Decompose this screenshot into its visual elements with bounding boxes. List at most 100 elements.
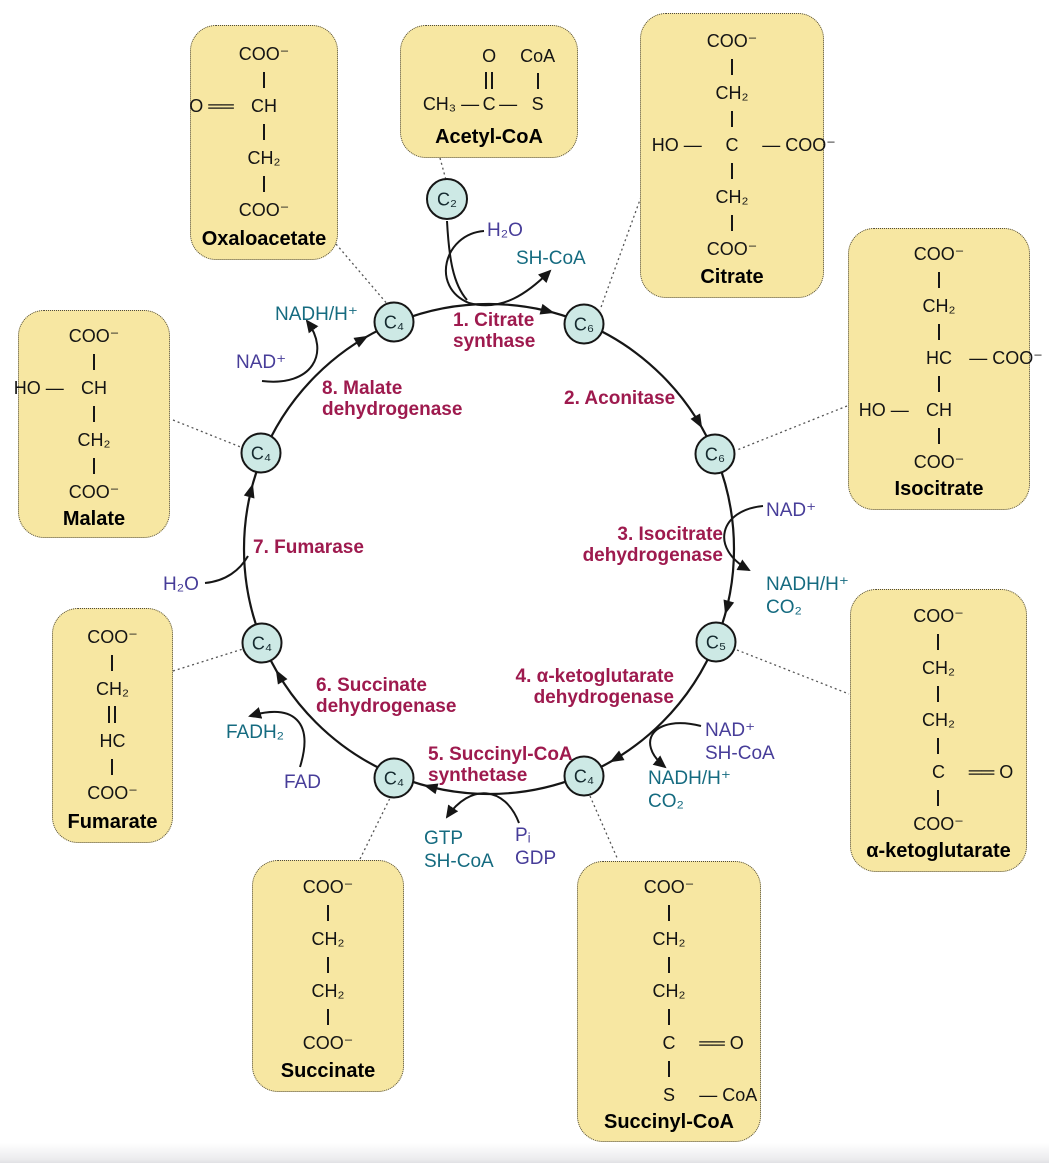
bond-vertical — [667, 1009, 670, 1025]
bond-vertical — [92, 406, 95, 422]
formula-center: CH₂ — [921, 657, 955, 678]
formula-right: — CoA — [694, 1085, 758, 1105]
cycle-node-c4-succinate — [373, 757, 415, 799]
cycle-node-c2-acetyl — [426, 178, 468, 220]
cycle-node-label-c6-isocitrate: C₆ — [705, 445, 725, 465]
cofactor-label-line: H₂O — [163, 574, 199, 595]
formula-center: C — [931, 761, 945, 782]
formula-center: COO⁻ — [913, 605, 964, 626]
bond-vertical — [937, 685, 940, 702]
cofactor-label-1: SH-CoA — [516, 247, 586, 270]
bond-double-vertical — [485, 72, 494, 89]
bond-vertical — [937, 324, 940, 340]
bond-vertical — [92, 458, 95, 474]
cofactor-label-4: NAD⁺ — [766, 499, 816, 522]
formula-center: COO⁻ — [68, 326, 120, 346]
formula-center: COO⁻ — [238, 43, 290, 64]
bond-vertical — [937, 633, 940, 650]
malate-name: Malate — [62, 508, 126, 530]
reaction-arrowhead — [539, 303, 555, 315]
citrate-name: Citrate — [700, 266, 764, 288]
enzyme-label-2: 2. Aconitase — [564, 388, 675, 409]
acetyl-coa-name: Acetyl-CoA — [435, 126, 543, 148]
formula-center: CH₂ — [922, 296, 956, 316]
bond-vertical — [111, 758, 114, 775]
succinyl-coa-name: Succinyl-CoA — [603, 1111, 735, 1133]
connector-line — [335, 243, 390, 307]
cycle-node-label-c6-citrate: C₆ — [574, 315, 594, 335]
formula-center: C — [725, 134, 739, 155]
connector-line — [359, 795, 392, 860]
cofactor-label-line: CO₂ — [648, 791, 684, 812]
connector-line — [589, 795, 619, 861]
cofactor-label-line: NADH/H⁺ — [766, 574, 849, 595]
cycle-node-label-c2-acetyl: C₂ — [437, 190, 457, 210]
enzyme-label-line: synthetase — [428, 765, 528, 786]
bond-vertical — [92, 354, 95, 370]
cofactor-label-line: GDP — [515, 848, 557, 869]
cofactor-label-line: CO₂ — [766, 597, 802, 618]
formula-center: CH₂ — [715, 186, 749, 207]
cofactor-label-line: NAD⁺ — [236, 352, 287, 373]
enzyme-label-7: 7. Fumarase — [253, 537, 364, 558]
cofactor-label-line: SH-CoA — [705, 743, 775, 764]
bond-vertical — [536, 72, 539, 89]
cofactor-label-line: GTP — [424, 828, 464, 849]
formula-left: HO — — [13, 378, 69, 398]
formula-right: — COO⁻ — [964, 348, 1043, 368]
formula-center: COO⁻ — [87, 626, 138, 647]
formula-center: CH — [80, 378, 107, 398]
connector-line — [439, 157, 447, 181]
succinate-name: Succinate — [280, 1060, 376, 1082]
cycle-node-c4-oxaloacetate — [373, 301, 415, 343]
bond-vertical — [262, 175, 265, 192]
cofactor-label-line: NAD⁺ — [766, 500, 817, 521]
enzyme-label-line: dehydrogenase — [533, 687, 674, 708]
formula-center: HC — [99, 730, 126, 751]
connector-line — [599, 196, 642, 311]
isocitrate-dh-cofactor-arrow — [723, 505, 764, 571]
formula-center: COO⁻ — [302, 1033, 354, 1053]
bond-vertical — [667, 905, 670, 921]
bond-vertical — [730, 214, 733, 231]
formula-center: CH₂ — [77, 430, 111, 450]
formula-right: ══ O — [694, 1033, 744, 1053]
bond-vertical — [937, 789, 940, 806]
formula-center: CH₂ — [311, 981, 345, 1001]
bond-vertical — [326, 957, 329, 973]
enzyme-label-line: 2. Aconitase — [564, 388, 676, 409]
cycle-node-label-c4-fumarate: C₄ — [252, 634, 272, 654]
formula-center: CH — [250, 95, 277, 116]
formula-center: COO⁻ — [913, 813, 964, 834]
bond-vertical — [667, 1061, 670, 1077]
reaction-arrowhead — [723, 599, 735, 615]
isocitrate-name: Isocitrate — [894, 478, 984, 500]
formula-center: CH₂ — [95, 678, 129, 699]
cofactor-label-line: SH-CoA — [424, 851, 494, 872]
bond-vertical — [262, 123, 265, 140]
bond-vertical — [730, 162, 733, 179]
cycle-node-label-c4-malate: C₄ — [251, 444, 271, 464]
enzyme-label-line: 3. Isocitrate — [617, 524, 723, 545]
formula-atom: — — [499, 94, 518, 114]
cycle-node-c4-succinyl-coa — [563, 755, 605, 797]
cycle-node-c6-isocitrate — [694, 433, 736, 475]
oxaloacetate-name: Oxaloacetate — [201, 228, 327, 250]
formula-center: COO⁻ — [706, 30, 758, 51]
enzyme-label-line: dehydrogenase — [316, 696, 457, 717]
enzyme-label-line: 7. Fumarase — [253, 537, 364, 558]
reaction-arrowhead — [690, 413, 703, 429]
bond-double-vertical — [108, 706, 117, 723]
cycle-node-label-c4-succinyl-coa: C₄ — [574, 767, 594, 787]
